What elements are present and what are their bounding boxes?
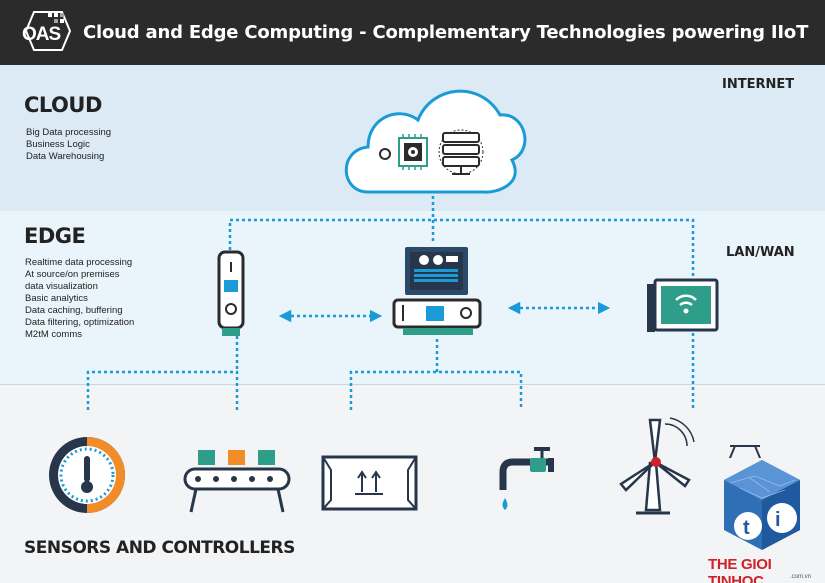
cloud-icon (344, 89, 527, 194)
list-item: Realtime data processing (25, 257, 133, 268)
oas-logo: OAS (20, 10, 72, 52)
list-item: Basic analytics (25, 293, 88, 304)
watermark-brand: THE GIOI TINHOC (708, 556, 772, 583)
water-faucet-icon (499, 447, 554, 510)
lan-wan-label: LAN/WAN (726, 245, 795, 260)
list-item: Business Logic (26, 139, 90, 150)
thegioitinhoc-logo-icon: t i (724, 460, 800, 550)
internet-label: INTERNET (722, 77, 795, 92)
gateway-to-sensors-line (349, 370, 523, 410)
list-item: Data Warehousing (26, 151, 105, 162)
wifi-router-icon (647, 278, 719, 332)
page-title: Cloud and Edge Computing - Complementary… (83, 22, 809, 43)
svg-text:i: i (775, 509, 781, 531)
svg-text:t: t (743, 517, 750, 539)
list-item: Big Data processing (26, 127, 112, 138)
cloud-capabilities-list: Big Data processing Business Logic Data … (26, 127, 111, 163)
watermark-domain: .com.vn (790, 574, 812, 580)
sensors-layer-title: SENSORS AND CONTROLLERS (24, 538, 295, 558)
header-bar: OAS Cloud and Edge Computing - Complemen… (0, 0, 825, 65)
list-item: data visualization (25, 281, 98, 292)
wind-turbine-icon (619, 417, 695, 515)
package-icon (321, 455, 418, 511)
logo-text: OAS (22, 24, 61, 45)
list-item: Data caching, buffering (25, 305, 123, 316)
edge-layer-title: EDGE (24, 224, 86, 248)
server-icon (438, 129, 484, 175)
conveyor-belt-icon (183, 450, 291, 513)
list-item: Data filtering, optimization (25, 317, 135, 328)
cloud-layer-title: CLOUD (24, 93, 102, 117)
list-item: M2tM comms (25, 329, 82, 340)
watermark-logo: t i (700, 458, 825, 583)
gauge-thermometer-icon (49, 437, 125, 513)
device-to-sensors-line (86, 370, 239, 410)
hmi-panel-icon (392, 247, 482, 335)
edge-capabilities-list: Realtime data processing At source/on pr… (25, 257, 134, 341)
edge-bus-line (228, 218, 695, 278)
gateway-device-icon (217, 250, 245, 336)
processor-icon (379, 134, 428, 170)
list-item: At source/on premises (25, 269, 120, 280)
connection-lines (86, 196, 695, 410)
